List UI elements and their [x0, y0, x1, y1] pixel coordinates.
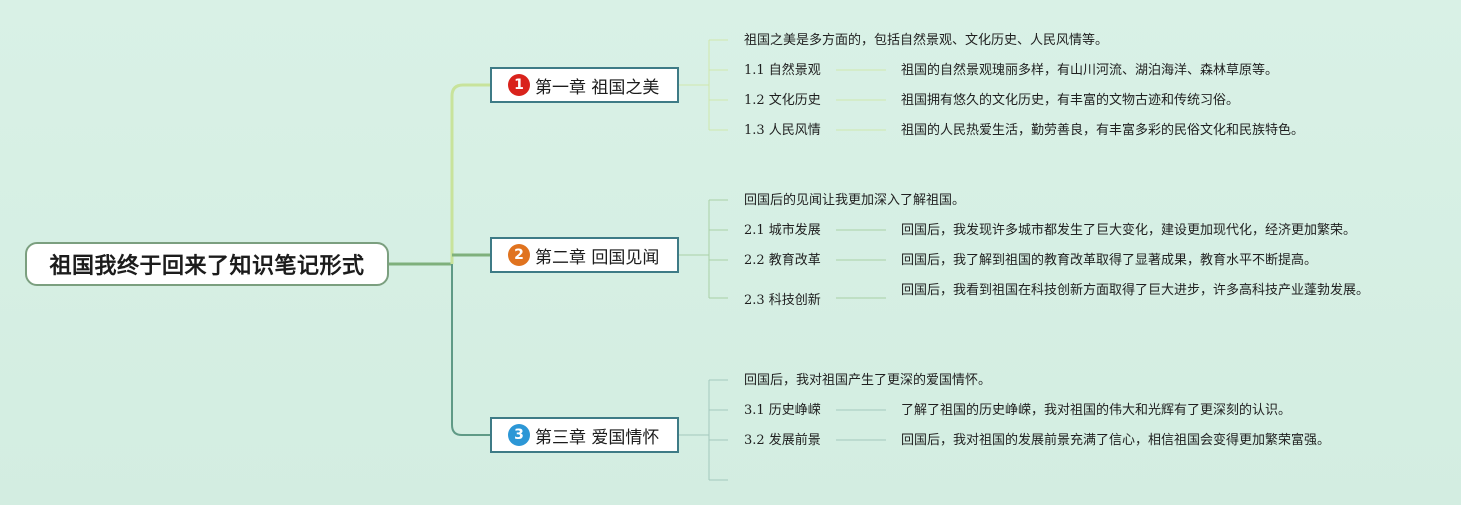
- chapter-2-topic[interactable]: 2 第二章 回国见闻: [490, 237, 679, 273]
- branch-1-connector: [450, 83, 490, 264]
- chapter-3-item-1-desc[interactable]: 了解了祖国的历史峥嵘，我对祖国的伟大和光辉有了更深刻的认识。: [901, 403, 1292, 418]
- chapter-3-intro[interactable]: 回国后，我对祖国产生了更深的爱国情怀。: [744, 373, 992, 388]
- chapter-3-detail-lines: [836, 409, 886, 441]
- chapter-2-item-2-desc[interactable]: 回国后，我了解到祖国的教育改革取得了显著成果，教育水平不断提高。: [901, 253, 1318, 268]
- branch-3-connector: [451, 264, 490, 436]
- chapter-1-intro[interactable]: 祖国之美是多方面的，包括自然景观、文化历史、人民风情等。: [744, 33, 1109, 48]
- chapter-1-item-3-label[interactable]: 1.3 人民风情: [744, 123, 821, 138]
- chapter-2-number-badge: 2: [508, 244, 530, 266]
- chapter-3-title: 第三章 爱国情怀: [535, 427, 660, 448]
- chapter-3-item-2-label[interactable]: 3.2 发展前景: [744, 433, 821, 448]
- root-title: 祖国我终于回来了知识笔记形式: [49, 254, 365, 279]
- chapter-3-item-1-label[interactable]: 3.1 历史峥嵘: [744, 403, 821, 418]
- chapter-2-title: 第二章 回国见闻: [535, 247, 660, 268]
- chapter-2-item-1-desc[interactable]: 回国后，我发现许多城市都发生了巨大变化，建设更加现代化，经济更加繁荣。: [901, 223, 1357, 238]
- chapter-1-item-2-desc[interactable]: 祖国拥有悠久的文化历史，有丰富的文物古迹和传统习俗。: [901, 93, 1240, 108]
- chapter-2-item-3-desc[interactable]: 回国后，我看到祖国在科技创新方面取得了巨大进步，许多高科技产业蓬勃发展。: [901, 283, 1370, 298]
- chapter-1-item-1-label[interactable]: 1.1 自然景观: [744, 63, 821, 78]
- chapter-1-topic[interactable]: 1 第一章 祖国之美: [490, 67, 679, 103]
- chapter-2-item-3-label[interactable]: 2.3 科技创新: [744, 293, 821, 308]
- chapter-2-item-1-label[interactable]: 2.1 城市发展: [744, 223, 821, 238]
- chapter-2-item-2-label[interactable]: 2.2 教育改革: [744, 253, 821, 268]
- chapter-3-subtree: [679, 379, 728, 481]
- root-topic[interactable]: 祖国我终于回来了知识笔记形式: [25, 242, 389, 286]
- chapter-3-item-2-desc[interactable]: 回国后，我对祖国的发展前景充满了信心，相信祖国会变得更加繁荣富强。: [901, 433, 1331, 448]
- chapter-1-item-2-label[interactable]: 1.2 文化历史: [744, 93, 821, 108]
- chapter-1-number-badge: 1: [508, 74, 530, 96]
- chapter-1-subtree: [679, 39, 728, 131]
- chapter-2-subtree: [679, 199, 728, 299]
- chapter-1-item-3-desc[interactable]: 祖国的人民热爱生活，勤劳善良，有丰富多彩的民俗文化和民族特色。: [901, 123, 1305, 138]
- chapter-2-detail-lines: [836, 229, 886, 299]
- chapter-3-number-badge: 3: [508, 424, 530, 446]
- chapter-3-topic[interactable]: 3 第三章 爱国情怀: [490, 417, 679, 453]
- chapter-2-intro[interactable]: 回国后的见闻让我更加深入了解祖国。: [744, 193, 966, 208]
- chapter-1-detail-lines: [836, 69, 886, 131]
- chapter-1-item-1-desc[interactable]: 祖国的自然景观瑰丽多样，有山川河流、湖泊海洋、森林草原等。: [901, 63, 1279, 78]
- chapter-1-title: 第一章 祖国之美: [535, 77, 660, 98]
